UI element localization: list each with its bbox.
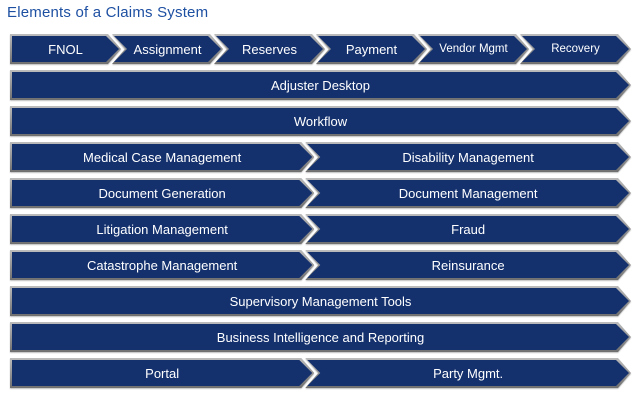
arrow-fill: [12, 180, 312, 206]
arrow-fill: [307, 252, 629, 278]
chevron-payment: Payment: [316, 34, 427, 64]
chevron-reserves: Reserves: [214, 34, 325, 64]
arrow-label: Document Generation: [98, 185, 226, 201]
split-row-medical-disability: Medical Case Management Disability Manag…: [10, 142, 631, 172]
arrow-party-mgmt: Party Mgmt.: [305, 358, 631, 388]
arrow-fill: [12, 324, 629, 350]
arrow-label: Business Intelligence and Reporting: [216, 329, 425, 345]
arrow-medical-case-management: Medical Case Management: [10, 142, 314, 172]
chevron-fill: [216, 36, 323, 62]
chevron-fill: [420, 36, 527, 62]
arrow-fill: [12, 360, 312, 386]
arrow-label: Medical Case Management: [83, 149, 242, 165]
chevron-assignment: Assignment: [112, 34, 223, 64]
full-row-workflow: Workflow: [10, 106, 631, 136]
arrow-fill: [12, 252, 312, 278]
chevron-label: Recovery: [551, 43, 600, 55]
arrow-litigation-management: Litigation Management: [10, 214, 314, 244]
chevron-label: Reserves: [242, 41, 297, 57]
split-row-portal-party: Portal Party Mgmt.: [10, 358, 631, 388]
arrow-label: Document Management: [398, 185, 538, 201]
split-row-document: Document Generation Document Management: [10, 178, 631, 208]
arrow-fill: [307, 360, 629, 386]
chevron-recovery: Recovery: [520, 34, 631, 64]
chevron-fill: [318, 36, 425, 62]
chevron-fill: [114, 36, 221, 62]
arrow-label: Catastrophe Management: [86, 257, 238, 273]
arrow-label: Disability Management: [402, 149, 534, 165]
arrow-fill: [12, 216, 312, 242]
arrow-fill: [307, 216, 629, 242]
arrow-supervisory-management-tools: Supervisory Management Tools: [10, 286, 631, 316]
chevron-label: Vendor Mgmt: [439, 43, 508, 55]
arrow-fill: [307, 144, 629, 170]
arrow-label: Party Mgmt.: [433, 365, 504, 381]
arrow-disability-management: Disability Management: [305, 142, 631, 172]
arrow-reinsurance: Reinsurance: [305, 250, 631, 280]
arrow-document-generation: Document Generation: [10, 178, 314, 208]
arrow-fraud: Fraud: [305, 214, 631, 244]
arrow-fill: [12, 72, 629, 98]
full-row-bi-reporting: Business Intelligence and Reporting: [10, 322, 631, 352]
arrow-business-intelligence-reporting: Business Intelligence and Reporting: [10, 322, 631, 352]
chevron-label: Assignment: [133, 41, 202, 57]
arrow-label: Fraud: [451, 221, 486, 237]
arrow-catastrophe-management: Catastrophe Management: [10, 250, 314, 280]
chevron-fill: [522, 36, 629, 62]
arrow-workflow: Workflow: [10, 106, 631, 136]
split-row-litigation-fraud: Litigation Management Fraud: [10, 214, 631, 244]
arrow-label: Litigation Management: [96, 221, 228, 237]
diagram-rows: FNOL Assignment Reserves Payment Vendor: [10, 34, 631, 394]
full-row-supervisory: Supervisory Management Tools: [10, 286, 631, 316]
split-row-catastrophe-reinsurance: Catastrophe Management Reinsurance: [10, 250, 631, 280]
arrow-fill: [12, 288, 629, 314]
chevron-label: Payment: [345, 41, 398, 57]
process-row: FNOL Assignment Reserves Payment Vendor: [10, 34, 631, 64]
arrow-fill: [12, 108, 629, 134]
arrow-portal: Portal: [10, 358, 314, 388]
full-row-adjuster-desktop: Adjuster Desktop: [10, 70, 631, 100]
chevron-fill: [12, 36, 119, 62]
arrow-label: Workflow: [293, 113, 348, 129]
chevron-fnol: FNOL: [10, 34, 121, 64]
arrow-fill: [307, 180, 629, 206]
page-title: Elements of a Claims System: [7, 4, 209, 21]
arrow-adjuster-desktop: Adjuster Desktop: [10, 70, 631, 100]
arrow-label: Supervisory Management Tools: [229, 293, 412, 309]
arrow-label: Reinsurance: [431, 257, 505, 273]
arrow-fill: [12, 144, 312, 170]
arrow-label: Adjuster Desktop: [271, 77, 370, 93]
chevron-label: FNOL: [48, 41, 83, 57]
arrow-document-management: Document Management: [305, 178, 631, 208]
chevron-vendor-mgmt: Vendor Mgmt: [418, 34, 529, 64]
arrow-label: Portal: [145, 365, 180, 381]
